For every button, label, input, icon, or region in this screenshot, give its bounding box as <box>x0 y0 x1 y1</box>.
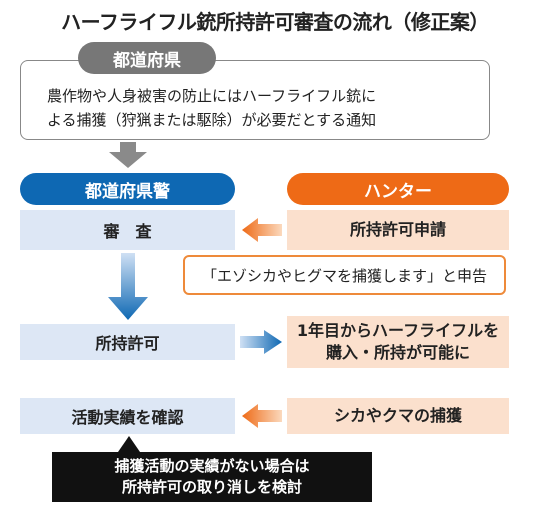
warning-line-2: 所持許可の取り消しを検討 <box>121 478 302 496</box>
declaration-callout: 「エゾシカやヒグマを捕獲します」と申告 <box>183 255 506 295</box>
warning-pointer <box>118 436 140 452</box>
notice-line-2: よる捕獲（狩猟または駆除）が必要だとする通知 <box>47 111 377 129</box>
permit-box: 所持許可 <box>20 324 235 360</box>
orange-left-arrow-capture <box>242 404 282 428</box>
purchase-box: 1年目からハーフライフルを 購入・所持が可能に <box>287 316 509 368</box>
warning-line-1: 捕獲活動の実績がない場合は <box>114 457 310 475</box>
capture-box: シカやクマの捕獲 <box>287 398 509 434</box>
purchase-line-1: 1年目からハーフライフルを <box>296 321 500 340</box>
notice-line-1: 農作物や人身被害の防止にはハーフライフル銃に <box>47 87 377 105</box>
blue-right-arrow-permit <box>240 330 282 354</box>
review-box: 審 査 <box>20 210 235 250</box>
purchase-line-2: 購入・所持が可能に <box>325 343 470 362</box>
orange-left-arrow-application <box>242 218 282 242</box>
warning-box: 捕獲活動の実績がない場合は 所持許可の取り消しを検討 <box>52 452 372 502</box>
police-header: 都道府県警 <box>20 173 235 205</box>
hunter-header: ハンター <box>287 173 509 205</box>
confirm-box: 活動実績を確認 <box>20 398 235 434</box>
prefecture-header: 都道府県 <box>78 42 216 74</box>
gray-down-arrow <box>109 142 147 168</box>
diagram-title: ハーフライフル銃所持許可審査の流れ（修正案） <box>61 10 489 34</box>
blue-down-arrow <box>108 253 148 320</box>
application-box: 所持許可申請 <box>287 210 509 250</box>
